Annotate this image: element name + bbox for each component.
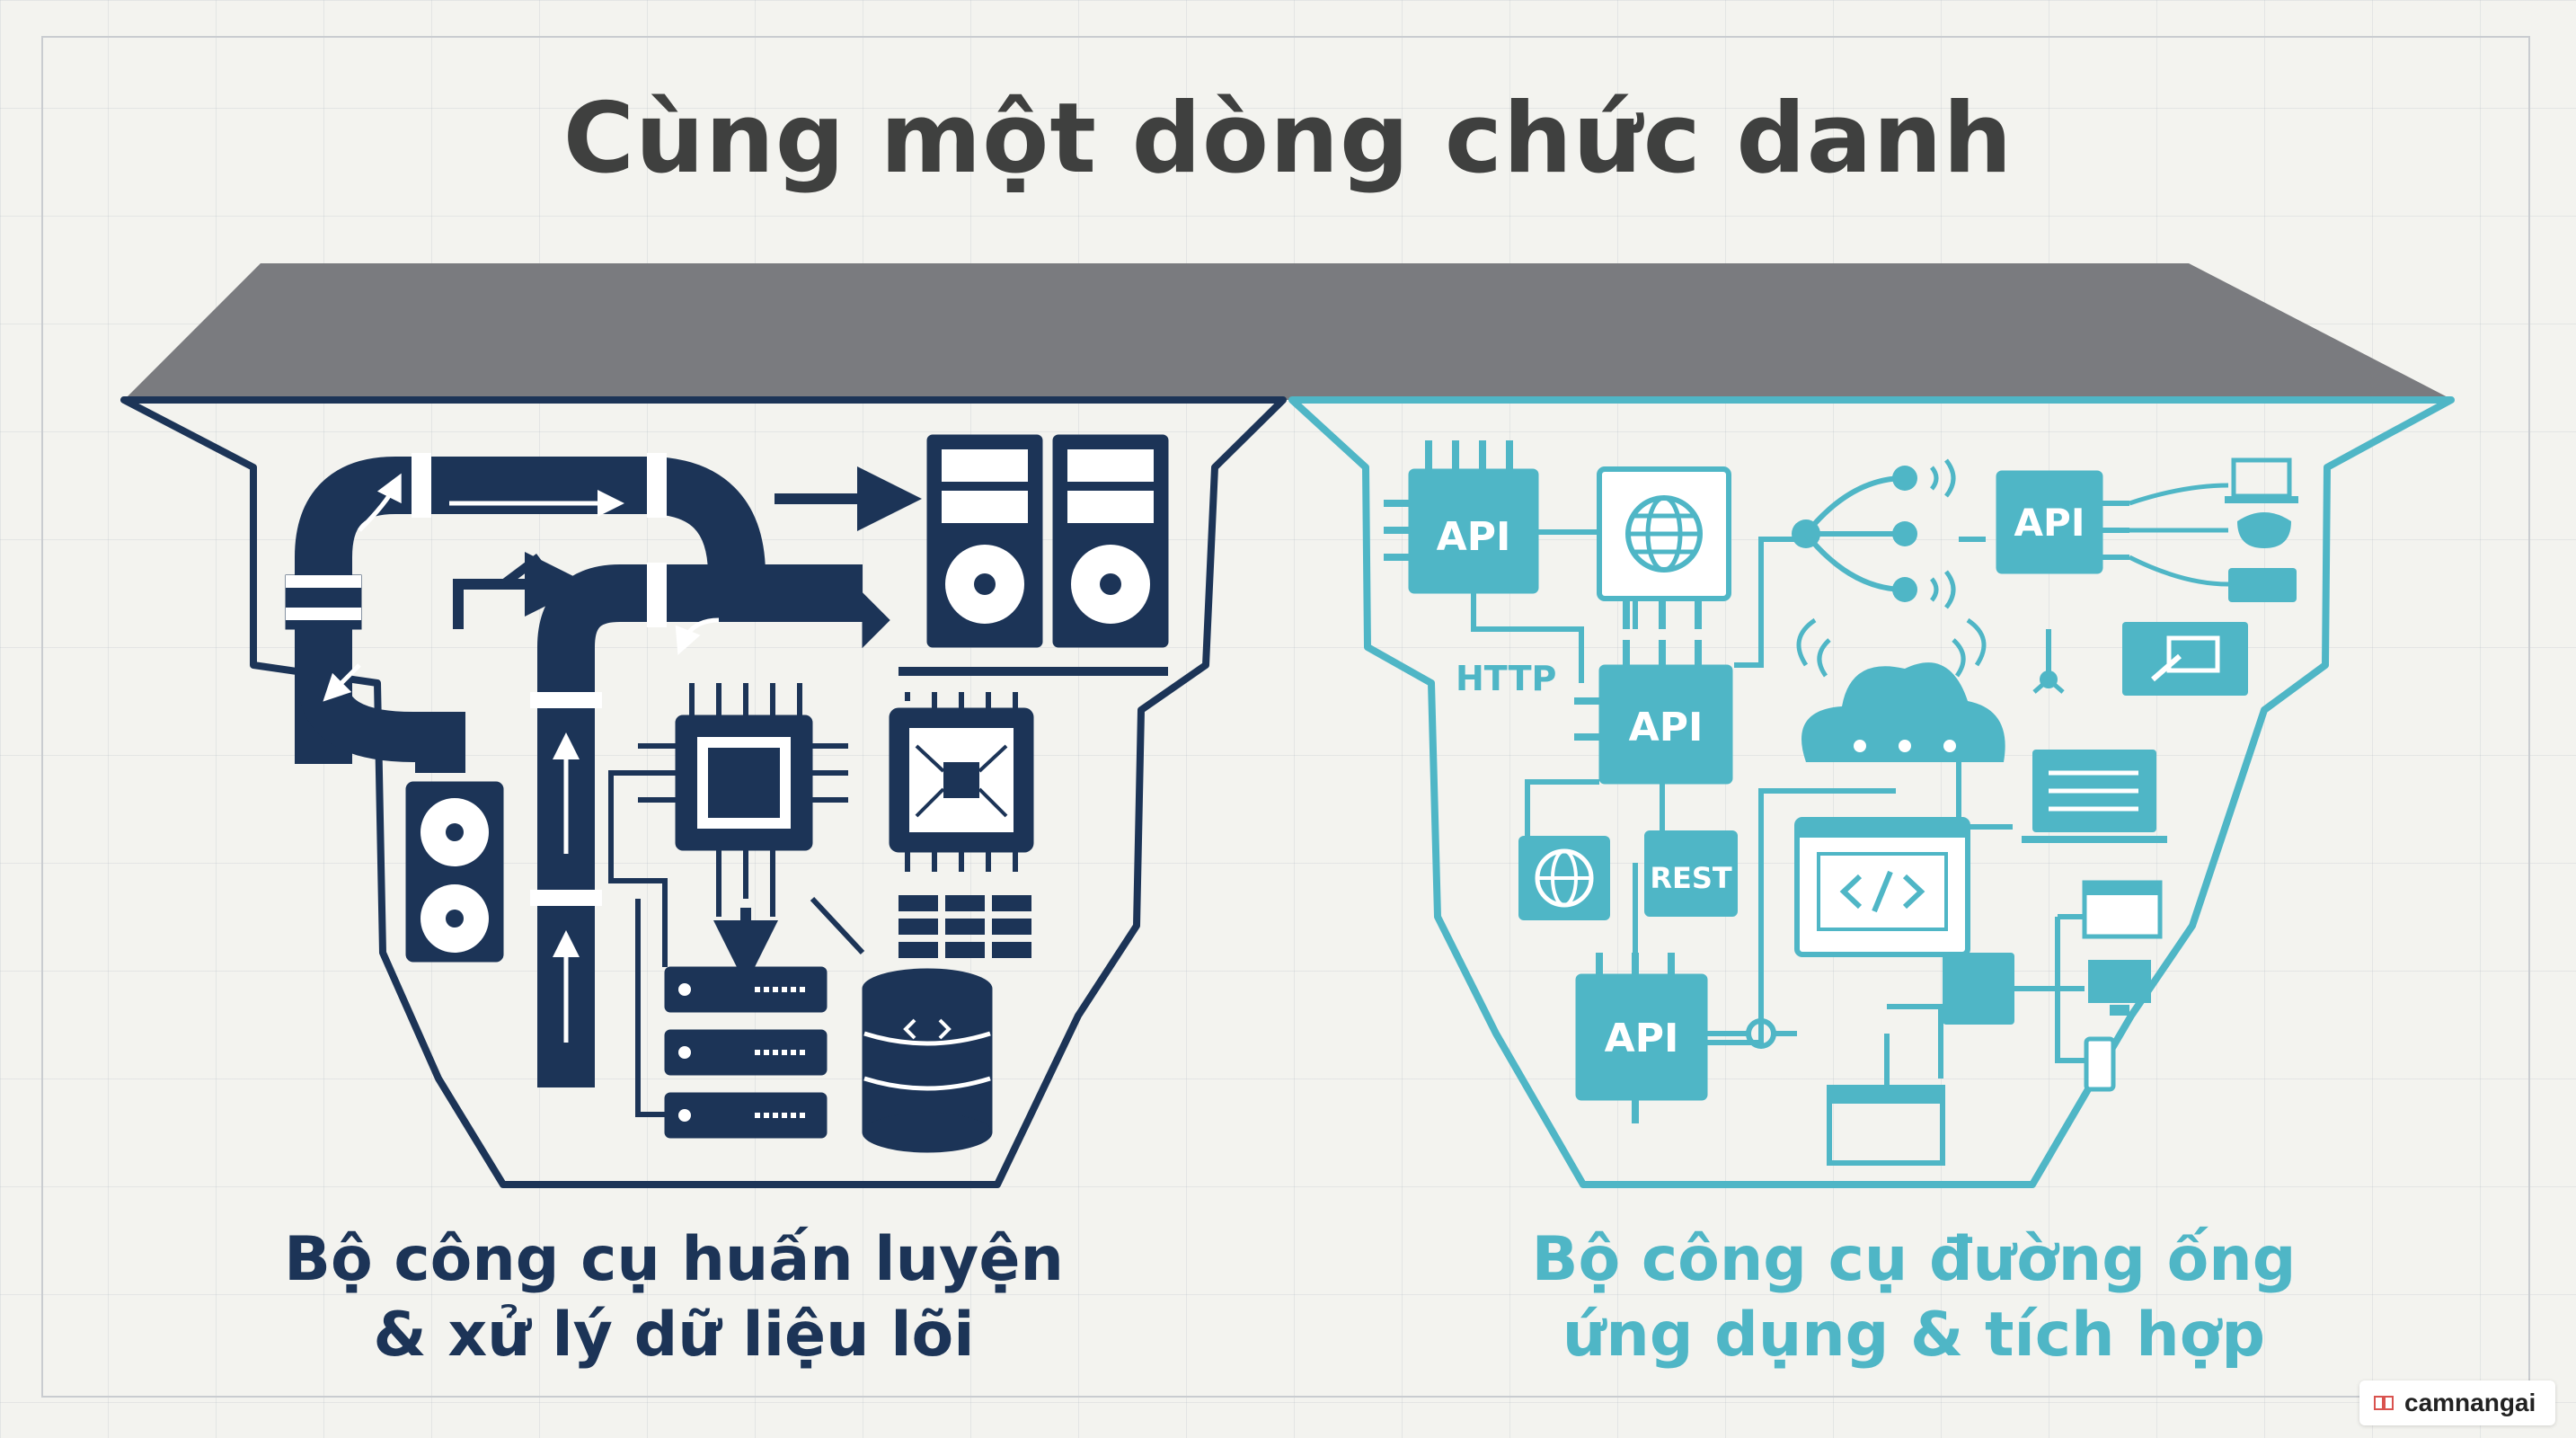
server-tower-icon	[899, 434, 1169, 676]
device-box-icon	[2228, 568, 2297, 602]
neural-chip-icon	[889, 692, 1034, 872]
touch-panel-icon	[2122, 622, 2248, 696]
left-caption-line2: & xử lý dữ liệu lõi	[373, 1300, 975, 1371]
book-icon	[2374, 1396, 2394, 1410]
left-icon-group	[285, 434, 1169, 1153]
api-label-1: API	[1437, 514, 1511, 560]
network-branch-icon	[1792, 458, 1956, 609]
wiring-lines	[608, 770, 865, 1117]
laptop-icon	[2225, 457, 2298, 503]
watermark-badge[interactable]: camnangai	[2359, 1380, 2556, 1425]
cpu-chip-icon	[629, 683, 848, 985]
right-funnel-outline	[1288, 396, 2455, 1188]
api-chip-1-icon: API	[1384, 440, 1539, 594]
cloud-icon	[1796, 617, 2005, 762]
rack-server-icon	[664, 966, 828, 1139]
monitor-settings-icon	[2022, 750, 2167, 843]
memory-grid-icon	[899, 895, 1031, 958]
pipe-network-icon	[285, 453, 890, 1087]
watermark-text: camnangai	[2404, 1389, 2536, 1416]
page-title: Cùng một dòng chức danh	[562, 83, 2014, 195]
outer-frame	[41, 36, 2530, 1398]
left-caption-line1: Bộ công cụ huấn luyện	[284, 1224, 1064, 1295]
api-chip-4-icon: API	[1575, 953, 1708, 1123]
gpu-fan-icon	[405, 781, 504, 963]
screen-device-icon	[2082, 880, 2163, 939]
hub-node-icon	[1943, 953, 2014, 1025]
tray-panel-icon	[1827, 1085, 1945, 1166]
globe-small-icon	[1518, 836, 1610, 920]
phone-icon	[2084, 1036, 2116, 1092]
http-label: HTTP	[1456, 659, 1556, 698]
left-caption: Bộ công cụ huấn luyện & xử lý dữ liệu lõ…	[270, 1222, 1078, 1373]
right-caption: Bộ công cụ đường ống ứng dụng & tích hợp	[1474, 1222, 2354, 1373]
connector-lines-right	[2128, 483, 2229, 587]
globe-panel-icon	[1597, 466, 1731, 629]
link-connector-icon	[1707, 1018, 1797, 1049]
share-node-icon	[2032, 670, 2065, 694]
arrow-curved-icon	[453, 552, 589, 629]
arrow-up-curve-icon	[500, 554, 542, 588]
database-icon	[862, 968, 993, 1153]
right-caption-line1: Bộ công cụ đường ống	[1531, 1224, 2297, 1295]
api-chip-2-icon: API	[1996, 470, 2129, 574]
rest-box-icon: REST	[1644, 830, 1738, 917]
api-label-4: API	[1605, 1016, 1679, 1061]
rest-label: REST	[1650, 861, 1732, 895]
desktop-monitor-icon	[2088, 960, 2151, 1016]
code-window-icon	[1794, 817, 1970, 957]
right-icon-group: API API	[1384, 440, 2298, 1166]
api-chip-3-icon: API	[1574, 640, 1733, 785]
api-label-3: API	[1629, 705, 1704, 750]
roof-bar	[124, 263, 2453, 400]
right-caption-line2: ứng dụng & tích hợp	[1562, 1300, 2265, 1371]
api-label-2: API	[2014, 501, 2085, 545]
mouse-icon	[2237, 512, 2291, 548]
